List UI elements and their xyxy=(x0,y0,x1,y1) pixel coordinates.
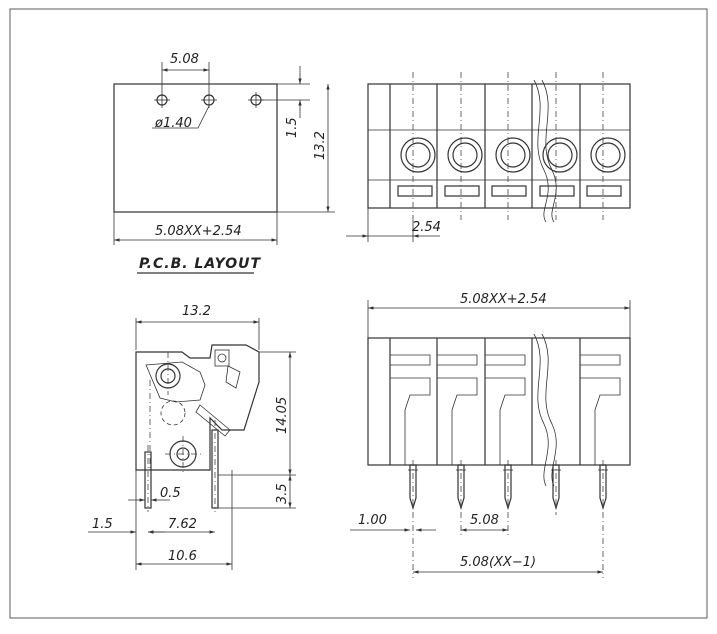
top-body-outline xyxy=(367,83,631,209)
side-pin-length-label: 3.5 xyxy=(275,483,290,504)
top-wire-slots xyxy=(397,185,622,197)
side-height-label: 14.05 xyxy=(275,397,290,434)
front-body-outline xyxy=(367,337,631,466)
side-body-outline xyxy=(135,344,260,471)
top-screw-holes xyxy=(400,137,626,173)
side-depth-label: 13.2 xyxy=(182,304,211,319)
front-centerlines xyxy=(412,460,604,578)
pcb-pitch-label: 5.08 xyxy=(170,52,199,67)
side-pin-offset-label: 1.5 xyxy=(92,517,113,532)
side-base-width-label: 10.6 xyxy=(168,549,197,564)
side-view: 13.2 14.05 3.5 0.5 xyxy=(88,304,296,570)
pcb-outline xyxy=(113,83,278,213)
front-pin-width-label: 1.00 xyxy=(358,513,387,528)
pcb-width-label: 5.08XX+2.54 xyxy=(155,224,242,239)
front-cell-dividers xyxy=(389,338,581,465)
hole-leader xyxy=(152,105,210,129)
front-width-label: 5.08XX+2.54 xyxy=(460,292,547,307)
hole-diameter-label: ø1.40 xyxy=(154,116,192,131)
side-pin-thickness-label: 0.5 xyxy=(160,486,181,501)
pcb-holes xyxy=(154,92,264,108)
front-pin-span-label: 5.08(XX−1) xyxy=(460,555,536,570)
top-view: 2.54 xyxy=(346,72,631,242)
front-view: 5.08XX+2.54 xyxy=(350,292,631,578)
front-cell-details xyxy=(390,354,621,465)
top-offset-label: 2.54 xyxy=(412,220,441,235)
top-cell-dividers xyxy=(389,84,581,208)
side-pin-left xyxy=(144,451,152,509)
pcb-layout-title: P.C.B. LAYOUT xyxy=(139,256,261,272)
pcb-offset-label: 1.5 xyxy=(285,117,300,138)
drawing-border xyxy=(9,8,708,619)
front-pitch-label: 5.08 xyxy=(470,513,499,528)
top-centerlines xyxy=(412,72,604,220)
break-line xyxy=(533,79,549,223)
side-pin-span-label: 7.62 xyxy=(168,517,197,532)
pcb-layout-view: 5.08 ø1.40 1.5 13.2 5.08XX+2.54 P.C.B. L… xyxy=(113,52,335,274)
pcb-height-label: 13.2 xyxy=(313,131,328,160)
